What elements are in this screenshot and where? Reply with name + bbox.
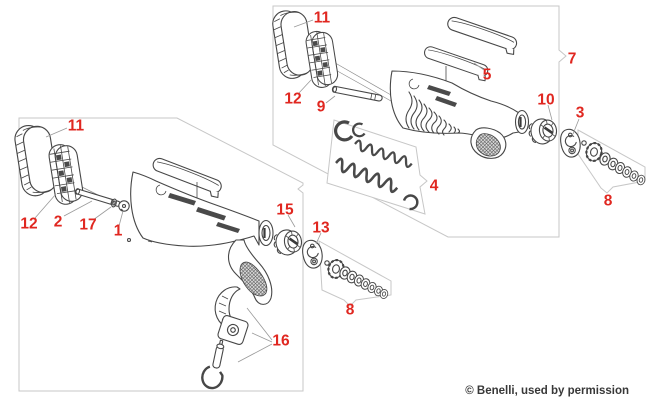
stock-drawing-top <box>389 70 530 159</box>
part-label-bottom-13: 13 <box>312 220 330 237</box>
bottom-assembly-group <box>12 121 390 390</box>
leader-lines-top <box>293 19 580 135</box>
top-assembly-group <box>270 7 647 212</box>
part-label-top-3: 3 <box>576 105 585 122</box>
part-label-top-8: 8 <box>604 193 613 210</box>
leader-lines-bottom <box>34 127 322 363</box>
retaining-pin <box>331 85 383 102</box>
washer-stack-top <box>581 140 647 187</box>
sling-swivel-parts <box>201 286 249 390</box>
part-label-bottom-17: 17 <box>79 217 96 234</box>
part-label-top-5: 5 <box>483 67 492 84</box>
part-label-bottom-2: 2 <box>54 214 63 231</box>
part-label-top-4: 4 <box>430 178 439 195</box>
stock-drawing-bottom <box>126 171 274 305</box>
bolt-nut <box>118 200 130 212</box>
spacer-set-box <box>326 119 428 215</box>
washer-stack-bottom <box>324 257 390 300</box>
part-label-bottom-8: 8 <box>346 302 355 319</box>
copyright-notice: © Benelli, used by permission <box>465 385 629 397</box>
pistol-grip-bottom <box>227 239 273 305</box>
part-label-top-10: 10 <box>537 92 554 109</box>
part-label-top-12: 12 <box>284 91 301 108</box>
pistol-grip-top <box>470 127 507 159</box>
part-label-top-9: 9 <box>317 99 326 116</box>
bolt-washer <box>111 198 117 208</box>
part-label-bottom-12: 12 <box>20 216 37 233</box>
part-label-bottom-1: 1 <box>114 223 123 240</box>
part-label-bottom-11: 11 <box>68 118 85 135</box>
part-label-bottom-15: 15 <box>276 202 294 219</box>
part-label-top-7: 7 <box>568 51 577 68</box>
part-label-top-11: 11 <box>314 10 331 27</box>
part-label-bottom-16: 16 <box>272 333 290 350</box>
